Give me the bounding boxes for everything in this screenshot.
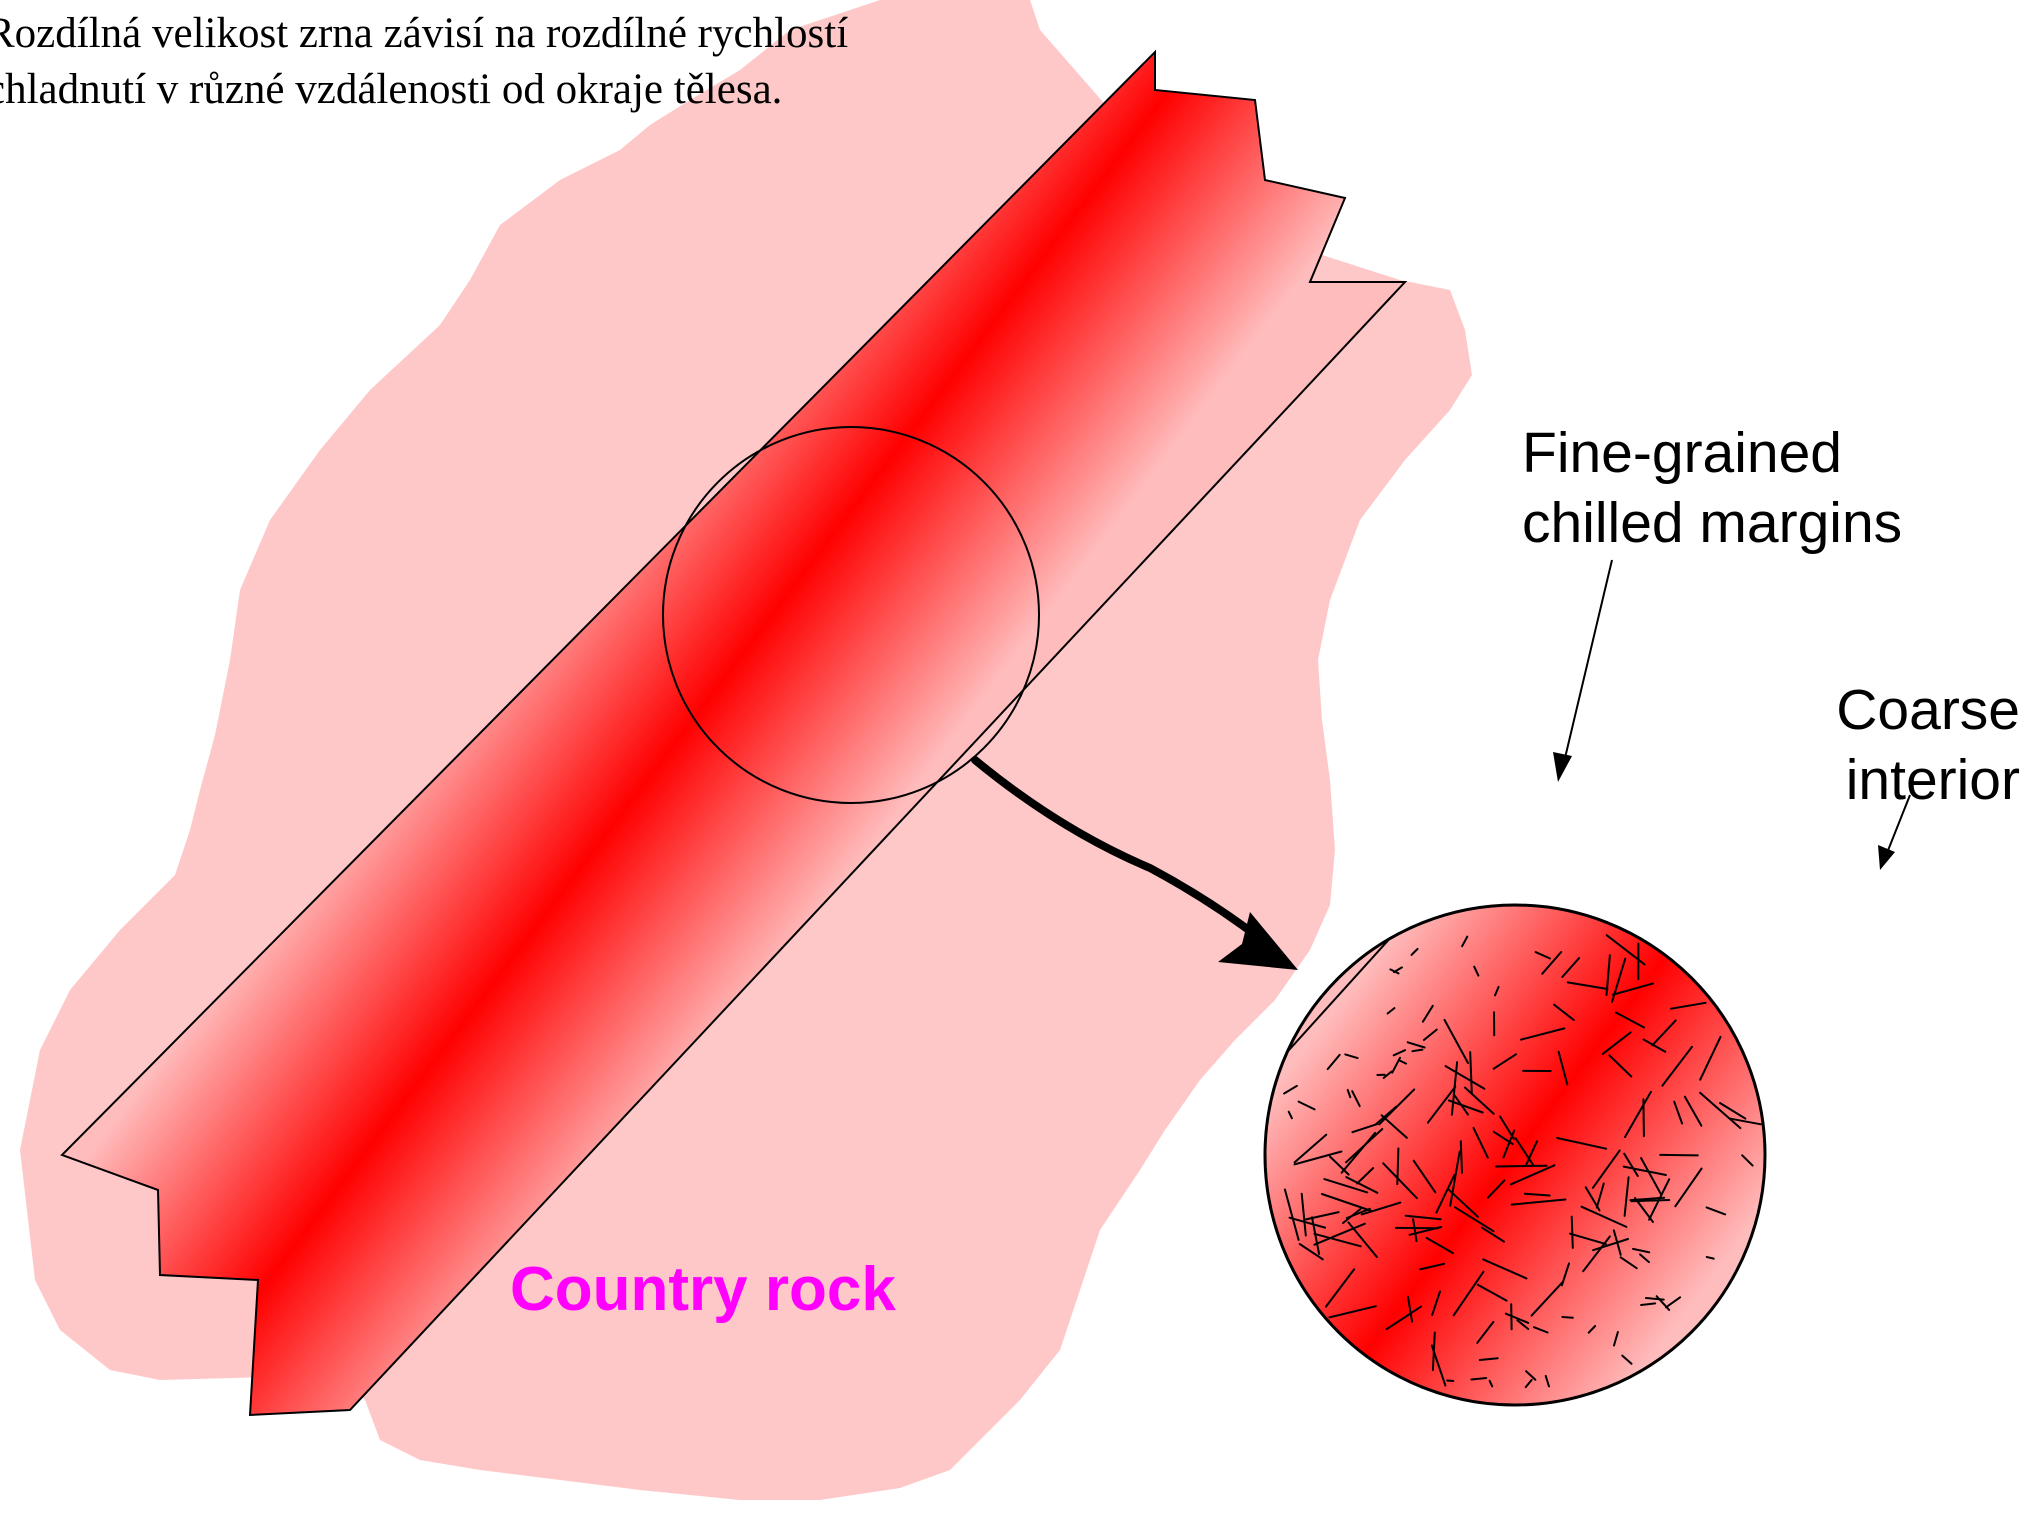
coarse-interior-label-line-2: interior: [1820, 745, 2020, 815]
coarse-interior-label-line-1: Coarse: [1820, 675, 2020, 745]
caption-text: Rozdílná velikost zrna závisí na rozdíln…: [0, 6, 866, 118]
crystal-grain: [1572, 1217, 1573, 1248]
crystal-grain: [1660, 1155, 1698, 1156]
fine-grained-leader-head: [1553, 752, 1572, 782]
magnified-sample: [1230, 700, 1970, 1530]
coarse-interior-leader-head: [1878, 845, 1895, 870]
fine-grained-leader: [1565, 560, 1612, 758]
crystal-grain: [1496, 1166, 1547, 1167]
crystal-grain: [1562, 1317, 1572, 1318]
coarse-interior-label: Coarse interior: [1820, 675, 2020, 815]
fine-grained-label-line-2: chilled margins: [1522, 488, 1902, 558]
fine-grained-label: Fine-grained chilled margins: [1522, 418, 1902, 558]
crystal-grain: [1447, 1381, 1453, 1382]
fine-grained-label-line-1: Fine-grained: [1522, 418, 1902, 488]
crystal-grain: [1461, 1141, 1462, 1173]
country-rock-label: Country rock: [510, 1250, 896, 1330]
